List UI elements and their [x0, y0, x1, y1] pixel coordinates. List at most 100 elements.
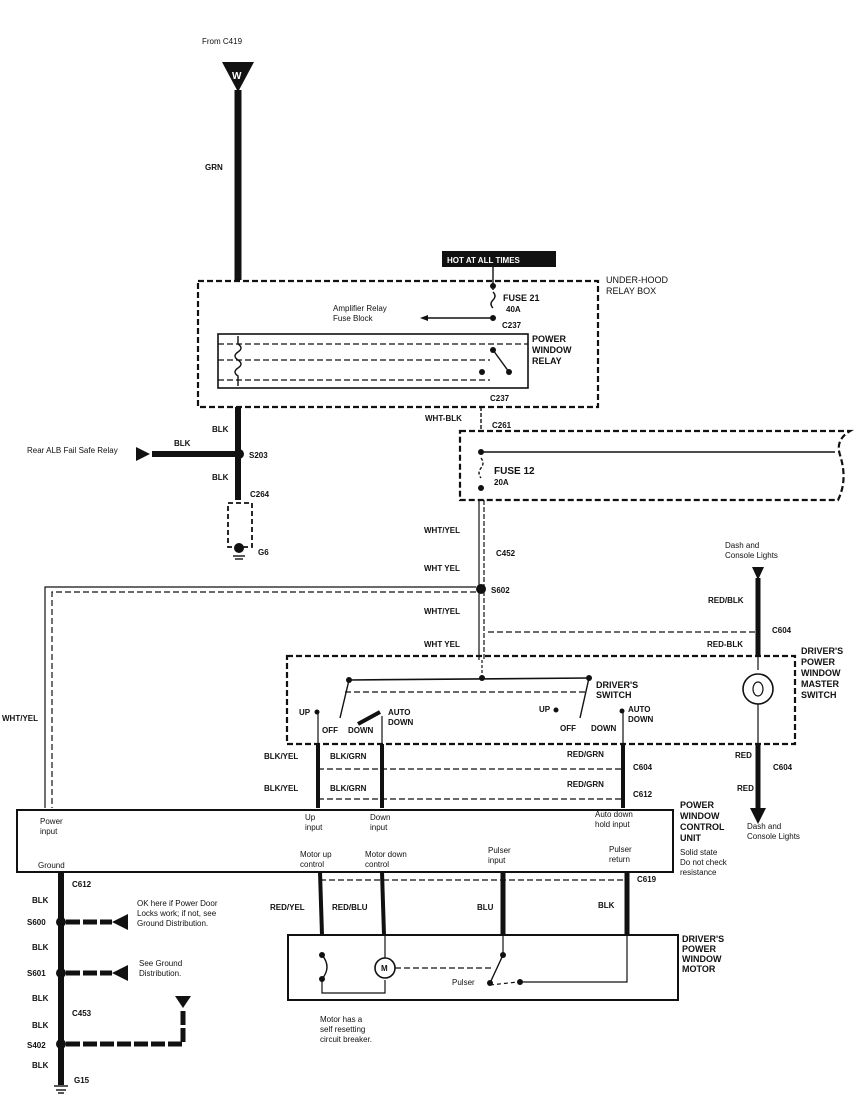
- master-switch-label-2: POWER: [801, 657, 836, 667]
- ground-label: Ground: [38, 861, 65, 870]
- c612-bottom-label: C612: [72, 880, 92, 889]
- pulser-input-label-1: Pulser: [488, 846, 511, 855]
- circuit-breaker-icon: [321, 954, 328, 980]
- hot-at-all-times-badge: [442, 251, 556, 267]
- s601-note-1: See Ground: [139, 959, 182, 968]
- dash-lights-top-2: Console Lights: [725, 551, 778, 560]
- fuse12-rating: 20A: [494, 478, 509, 487]
- c604-right-label: C604: [773, 763, 793, 772]
- c261-label: C261: [492, 421, 512, 430]
- control-unit-note-2: Do not check: [680, 858, 728, 867]
- master-switch-label-1: DRIVER'S: [801, 646, 843, 656]
- s600-note-2: Locks work; if not, see: [137, 909, 217, 918]
- power-input-label-1: Power: [40, 817, 63, 826]
- wire-label-red-2: RED: [737, 784, 754, 793]
- arrow-left-icon: [420, 315, 428, 321]
- wire-red-blu: [380, 871, 386, 936]
- g6-ground-box: [227, 502, 253, 548]
- wire-label-red-blu: RED/BLU: [332, 903, 368, 912]
- fuse21-terminal-icon: [490, 283, 496, 289]
- source-connector-icon: [222, 62, 254, 92]
- drivers-switch-label-1: DRIVER'S: [596, 680, 638, 690]
- c453-label: C453: [72, 1009, 92, 1018]
- wire-label-blk-grn-2: BLK/GRN: [330, 784, 367, 793]
- down-input-label-2: input: [370, 823, 388, 832]
- fuse-block-box: [458, 429, 854, 502]
- up-input-label-1: Up: [305, 813, 316, 822]
- arrow-right-icon: [136, 447, 150, 461]
- switch-pivot-center-icon: [479, 675, 485, 681]
- right-switch-auto-1: AUTO: [628, 705, 651, 714]
- splice-s601-icon: [56, 968, 66, 978]
- motor-m: M: [381, 964, 388, 973]
- control-unit-note-1: Solid state: [680, 848, 718, 857]
- wire-label-wht-yel-1: WHT/YEL: [424, 526, 460, 535]
- control-unit-note-3: resistance: [680, 868, 717, 877]
- right-switch-down: DOWN: [591, 724, 617, 733]
- splice-s402: S402: [27, 1041, 46, 1050]
- master-switch-label-5: SWITCH: [801, 690, 837, 700]
- motor-label-3: WINDOW: [682, 954, 722, 964]
- dash-lights-out-icon: [750, 808, 766, 824]
- pulser-arm: [489, 954, 504, 984]
- s601-arrow-icon: [112, 965, 128, 981]
- auto-hold-label-2: hold input: [595, 820, 630, 829]
- c237-top-label: C237: [502, 321, 522, 330]
- switch-bus: [348, 677, 590, 681]
- auto-hold-label-1: Auto down: [595, 810, 633, 819]
- pulser-return-label-2: return: [609, 855, 630, 864]
- pulser-return-label-1: Pulser: [609, 845, 632, 854]
- relay-label-1: POWER: [532, 334, 567, 344]
- motor-up-label-2: control: [300, 860, 324, 869]
- wire-label-red-blk-2: RED-BLK: [707, 640, 743, 649]
- motor-down-label-2: control: [365, 860, 389, 869]
- wire-wht-yel-left-b: [51, 591, 476, 808]
- wire-label-red-grn-2: RED/GRN: [567, 780, 604, 789]
- splice-s600-icon: [56, 917, 66, 927]
- motor-note-1: Motor has a: [320, 1015, 363, 1024]
- down-input-label-1: Down: [370, 813, 390, 822]
- wire-label-red-blk-1: RED/BLK: [708, 596, 744, 605]
- underhood-title-1: UNDER-HOOD: [606, 275, 668, 285]
- master-switch-label-3: WINDOW: [801, 668, 841, 678]
- wire-label-blk-pulser: BLK: [598, 901, 615, 910]
- c237-bottom-label: C237: [490, 394, 510, 403]
- source-marker: W: [232, 71, 242, 82]
- wire-red-yel: [318, 871, 324, 936]
- wire-label-wht-yel-left: WHT/YEL: [2, 714, 38, 723]
- wire-label-wht-yel-4: WHT YEL: [424, 640, 460, 649]
- wire-label-wht-yel-3: WHT/YEL: [424, 607, 460, 616]
- right-up-contact-icon: [553, 707, 559, 713]
- underhood-relay-box: [196, 279, 600, 409]
- wire-label-red-1: RED: [735, 751, 752, 760]
- dash-lights-top-1: Dash and: [725, 541, 759, 550]
- motor-note-2: self resetting: [320, 1025, 365, 1034]
- c612-top-label: C612: [633, 790, 653, 799]
- pulser-return-wire: [520, 935, 628, 983]
- motor-up-label-1: Motor up: [300, 850, 332, 859]
- control-unit-label-2: WINDOW: [680, 811, 720, 821]
- s402-branch: [66, 1010, 186, 1047]
- wire-label-wht-blk: WHT-BLK: [425, 414, 462, 423]
- wire-label-blk-branch: BLK: [174, 439, 191, 448]
- motor-note-3: circuit breaker.: [320, 1035, 372, 1044]
- relay-coil-icon: [234, 336, 242, 386]
- relay-contact-3-icon: [479, 369, 485, 375]
- wire-label-blu: BLU: [477, 903, 494, 912]
- splice-s602-icon: [476, 584, 486, 594]
- s601-note-2: Distribution.: [139, 969, 181, 978]
- right-switch-off: OFF: [560, 724, 576, 733]
- splice-s203: S203: [249, 451, 268, 460]
- right-auto-contact-icon: [619, 708, 625, 714]
- left-auto-contact-icon: [357, 710, 381, 726]
- wire-wht-yel-left-a: [44, 586, 476, 808]
- rear-alb-label: Rear ALB Fail Safe Relay: [27, 446, 118, 455]
- dash-lights-bottom-2: Console Lights: [747, 832, 800, 841]
- fuse21-icon: [490, 291, 496, 309]
- wire-label-blk-lower: BLK: [212, 473, 229, 482]
- fuse21-name: FUSE 21: [503, 293, 540, 303]
- wire-label-red-yel: RED/YEL: [270, 903, 305, 912]
- gnd-blk-3: BLK: [32, 994, 49, 1003]
- master-switch-label-4: MASTER: [801, 679, 840, 689]
